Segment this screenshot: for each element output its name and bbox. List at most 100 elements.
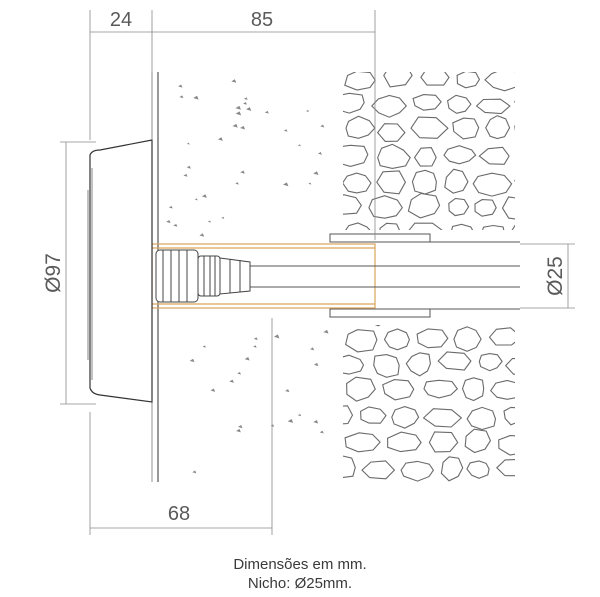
stone [444,168,469,194]
stone [343,92,365,114]
concrete-speck [232,123,238,128]
concrete-speck [235,111,242,116]
stone [484,72,515,92]
stone [423,379,459,399]
stone [343,354,365,375]
stone [343,194,362,215]
dim-right-vertical: Ø25 [544,256,567,296]
stone [420,72,450,86]
inner-pipe [250,265,520,288]
stone [377,143,411,169]
stone [514,179,515,182]
stone [360,406,387,424]
stone [407,192,441,219]
stone [437,351,472,371]
stone [343,172,372,194]
concrete-speck [236,428,241,433]
stone [343,455,356,478]
stone [405,352,431,377]
dim-top-right: 85 [251,9,273,31]
concrete-speckles [166,79,329,474]
stone [440,456,464,482]
concrete-speck [231,79,237,83]
sleeve-in-stone [329,233,520,318]
concrete-speck [282,182,289,187]
stone [461,377,485,402]
dim-top-left: 24 [110,9,132,31]
concrete-speck [313,362,319,367]
stone [416,328,449,349]
stone [344,329,378,353]
stone [391,406,420,429]
stone [514,100,515,104]
stone [368,195,403,219]
concrete-speck [238,425,243,429]
stone [422,408,463,428]
concrete-speck [166,220,171,224]
concrete-speck [320,124,325,128]
stone [466,460,490,479]
concrete-speck [323,329,329,334]
stone [448,197,470,217]
stone [478,146,510,165]
concrete-speck [319,430,324,434]
cable-gland [155,249,251,303]
concrete-speck [210,388,216,392]
stone [514,125,515,132]
concrete-speck [285,389,290,393]
concrete-speck [317,151,322,155]
stone [489,379,515,400]
stone [376,170,407,195]
concrete-speck [287,418,294,423]
concrete-speck [240,125,246,130]
concrete-speck [297,413,302,417]
stone [498,435,515,456]
stone [345,115,376,139]
stone [410,116,449,139]
fixture-body [87,139,153,403]
concrete-speck [178,84,183,88]
stone [373,354,400,378]
stone [504,357,515,375]
dimension-lines [60,10,575,535]
concrete-speck [246,107,252,111]
concrete-speck [253,345,257,348]
stone [412,94,442,111]
stone [428,431,459,453]
dim-left-vertical: Ø97 [42,253,65,293]
stone [518,145,539,168]
stone [443,145,477,165]
concrete-speck [283,129,288,132]
concrete-speck [207,220,211,223]
concrete-speck [221,216,225,219]
concrete-speck [229,379,234,383]
stone [383,328,410,351]
stone [496,459,515,477]
stone [501,196,515,220]
stone [382,379,415,401]
stone [346,376,376,402]
concrete-speck [189,358,195,363]
concrete-speck [217,137,223,141]
concrete-speck [202,345,206,348]
stone [376,123,406,142]
concrete-speck [192,470,197,474]
stone [464,428,492,454]
caption-line-2: Nicho: Ø25mm. [247,575,353,592]
concrete-speck [237,371,241,375]
concrete-speck [310,347,315,351]
concrete-speck [235,182,239,185]
stone [503,406,515,426]
caption-line-1: Dimensões em mm. [233,556,367,573]
concrete-speck [273,334,280,339]
stone [343,144,369,167]
stone [485,115,511,140]
concrete-speck [313,420,319,424]
stone [474,199,497,217]
concrete-speck [244,356,250,361]
concrete-speck [179,95,184,99]
stone [343,405,354,425]
stone [453,326,482,352]
stone [413,147,437,167]
concrete-speck [308,182,312,185]
